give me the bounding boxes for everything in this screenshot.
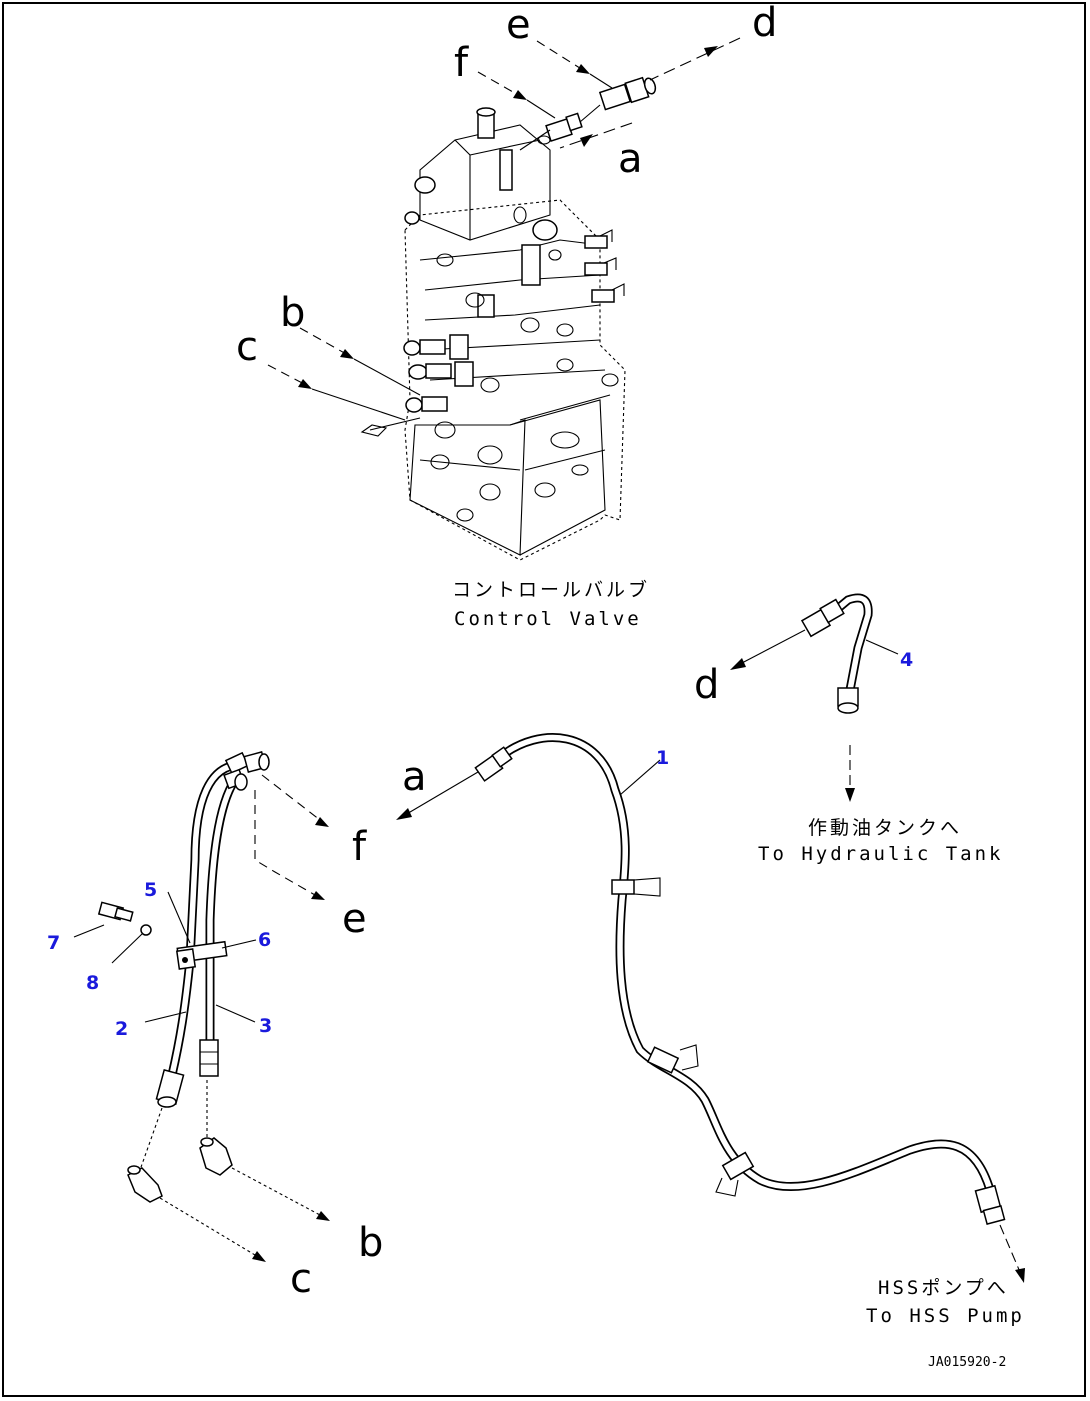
control-valve (360, 76, 657, 561)
label-d-right: d (694, 662, 719, 708)
part-number-2: 2 (115, 1018, 128, 1040)
hose-1 (396, 733, 1025, 1283)
label-c-bottom: c (290, 1256, 312, 1302)
part-number-6: 6 (258, 929, 271, 951)
caption-hydraulic-tank-jp: 作動油タンクへ (808, 817, 962, 839)
caption-control-valve-en: Control Valve (454, 608, 642, 630)
label-b-top: b (280, 290, 305, 336)
label-c-top: c (236, 324, 258, 370)
label-f-middle: f (352, 824, 367, 870)
caption-hydraulic-tank-en: To Hydraulic Tank (758, 843, 1003, 865)
caption-control-valve-jp: コントロールバルブ (452, 578, 650, 601)
part-number-3: 3 (259, 1015, 272, 1037)
part-number-1: 1 (656, 747, 669, 769)
part-number-4: 4 (900, 649, 913, 671)
label-e-middle: e (342, 896, 367, 942)
label-a-middle: a (402, 754, 427, 800)
label-b-bottom: b (358, 1220, 383, 1266)
hoses-2-3 (73, 751, 330, 1262)
label-a-top: a (618, 136, 643, 182)
label-e-top: e (506, 2, 531, 48)
part-number-7: 7 (47, 932, 60, 954)
label-d-top: d (752, 0, 777, 46)
part-number-8: 8 (86, 972, 99, 994)
label-f-top: f (454, 40, 469, 86)
drawing-code: JA015920-2 (928, 1355, 1006, 1370)
control-valve-leaders (267, 37, 741, 421)
hose-4 (730, 593, 899, 802)
part-number-5: 5 (144, 879, 157, 901)
caption-hss-pump-en: To HSS Pump (866, 1305, 1025, 1327)
caption-hss-pump-jp: HSSポンプへ (878, 1277, 1009, 1299)
